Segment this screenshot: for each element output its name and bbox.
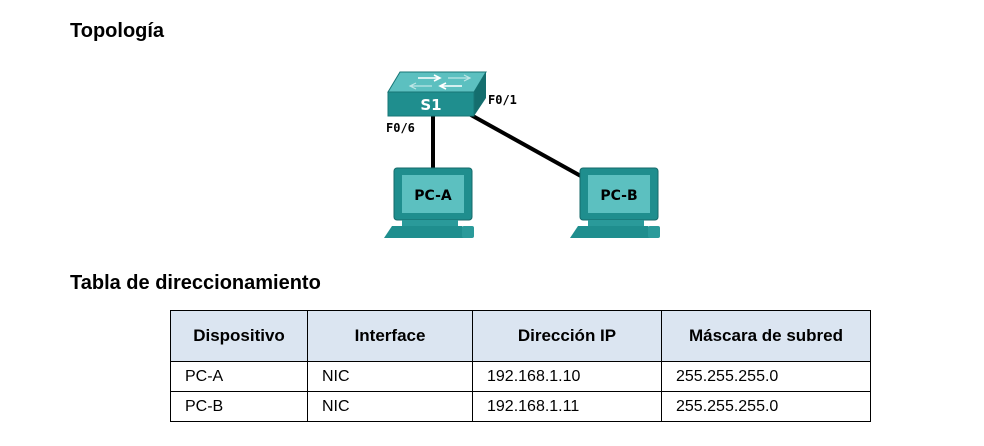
addressing-table-heading: Tabla de direccionamiento xyxy=(70,272,321,294)
switch-s1-icon: S1 xyxy=(387,71,487,117)
header-direccion-ip: Dirección IP xyxy=(472,310,662,362)
cell-ip: 192.168.1.11 xyxy=(472,391,662,422)
header-dispositivo: Dispositivo xyxy=(170,310,308,362)
cell-interface: NIC xyxy=(307,391,473,422)
cell-interface: NIC xyxy=(307,361,473,392)
header-interface: Interface xyxy=(307,310,473,362)
topology-diagram: S1 F0/6 F0/1 PC-A PC-B xyxy=(384,71,660,238)
table-row: PC-A NIC 192.168.1.10 255.255.255.0 xyxy=(170,361,871,392)
table-header-row: Dispositivo Interface Dirección IP Másca… xyxy=(170,310,871,362)
link-s1-pc-b xyxy=(461,108,589,182)
pc-b-icon: PC-B xyxy=(570,167,660,238)
cell-ip: 192.168.1.10 xyxy=(472,361,662,392)
pc-b-label: PC-B xyxy=(600,188,637,204)
topology-heading: Topología xyxy=(70,20,165,42)
switch-label: S1 xyxy=(420,96,441,114)
pc-a-label: PC-A xyxy=(414,188,452,204)
cell-device: PC-A xyxy=(170,361,308,392)
port-label-f0-1: F0/1 xyxy=(488,93,517,107)
cell-mask: 255.255.255.0 xyxy=(661,391,871,422)
pc-a-icon: PC-A xyxy=(384,167,474,238)
cell-mask: 255.255.255.0 xyxy=(661,361,871,392)
table-row: PC-B NIC 192.168.1.11 255.255.255.0 xyxy=(170,391,871,422)
header-mascara: Máscara de subred xyxy=(661,310,871,362)
cell-device: PC-B xyxy=(170,391,308,422)
addressing-table: Dispositivo Interface Dirección IP Másca… xyxy=(170,310,871,422)
port-label-f0-6: F0/6 xyxy=(386,121,415,135)
